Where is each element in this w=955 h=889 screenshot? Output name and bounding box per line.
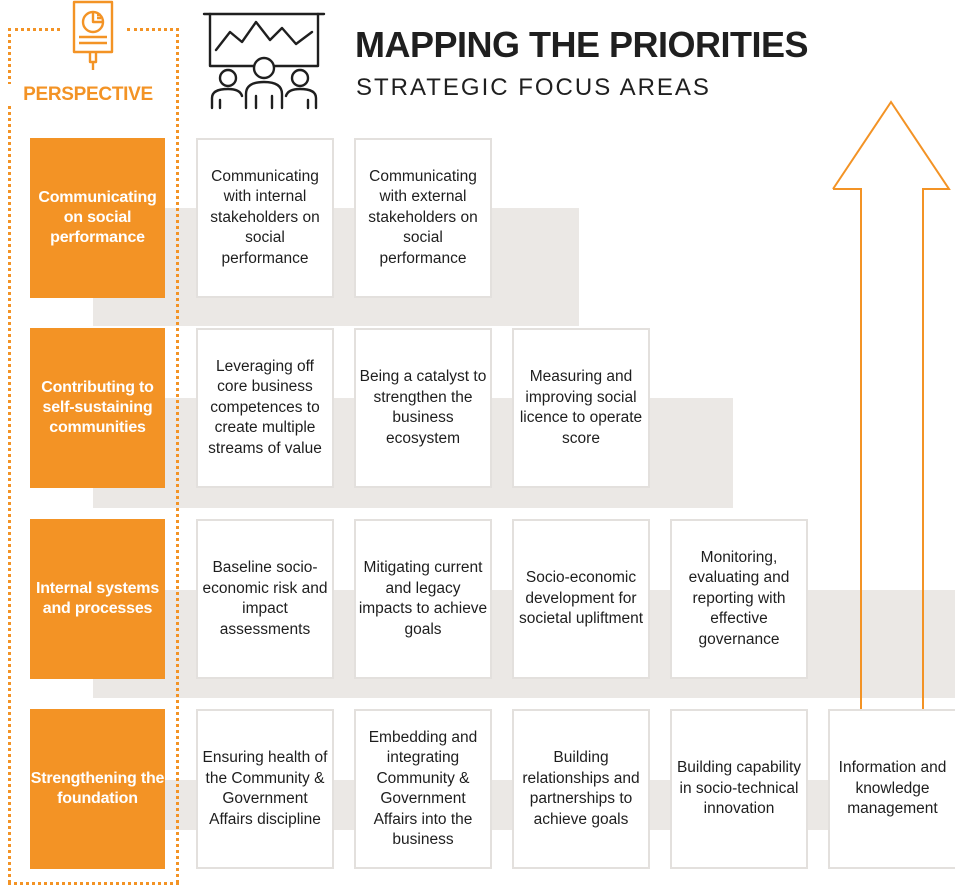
focus-card: Building relationships and partnerships …	[512, 709, 650, 869]
focus-card: Information and knowledge management	[828, 709, 955, 869]
focus-card: Leveraging off core business competences…	[196, 328, 334, 488]
perspective-frame-top-left	[8, 28, 60, 31]
focus-card: Measuring and improving social licence t…	[512, 328, 650, 488]
focus-card: Building capability in socio-technical i…	[670, 709, 808, 869]
focus-card: Baseline socio-economic risk and impact …	[196, 519, 334, 679]
perspective-frame-right	[176, 28, 179, 883]
perspective-level-2: Contributing to self-sustaining communit…	[30, 328, 165, 488]
report-icon	[72, 0, 114, 70]
presentation-group-icon	[202, 12, 326, 110]
focus-card: Monitoring, evaluating and reporting wit…	[670, 519, 808, 679]
focus-card: Communicating with external stakeholders…	[354, 138, 492, 298]
perspective-label: PERSPECTIVE	[4, 84, 172, 106]
perspective-frame-top-right	[127, 28, 179, 31]
perspective-level-4: Strengthening the foundation	[30, 709, 165, 869]
focus-card: Ensuring health of the Community & Gover…	[196, 709, 334, 869]
upward-arrow-icon	[832, 100, 951, 715]
page-title: MAPPING THE PRIORITIES	[355, 24, 809, 65]
page-subtitle: STRATEGIC FOCUS AREAS	[356, 74, 711, 101]
focus-card: Mitigating current and legacy impacts to…	[354, 519, 492, 679]
focus-card: Communicating with internal stakeholders…	[196, 138, 334, 298]
focus-card: Socio-economic development for societal …	[512, 519, 650, 679]
focus-card: Embedding and integrating Community & Go…	[354, 709, 492, 869]
perspective-level-1: Communicating on social performance	[30, 138, 165, 298]
perspective-frame-left	[8, 28, 11, 883]
focus-card: Being a catalyst to strengthen the busin…	[354, 328, 492, 488]
perspective-frame-bottom	[8, 882, 179, 885]
band-row-1	[93, 208, 579, 326]
perspective-level-3: Internal systems and processes	[30, 519, 165, 679]
